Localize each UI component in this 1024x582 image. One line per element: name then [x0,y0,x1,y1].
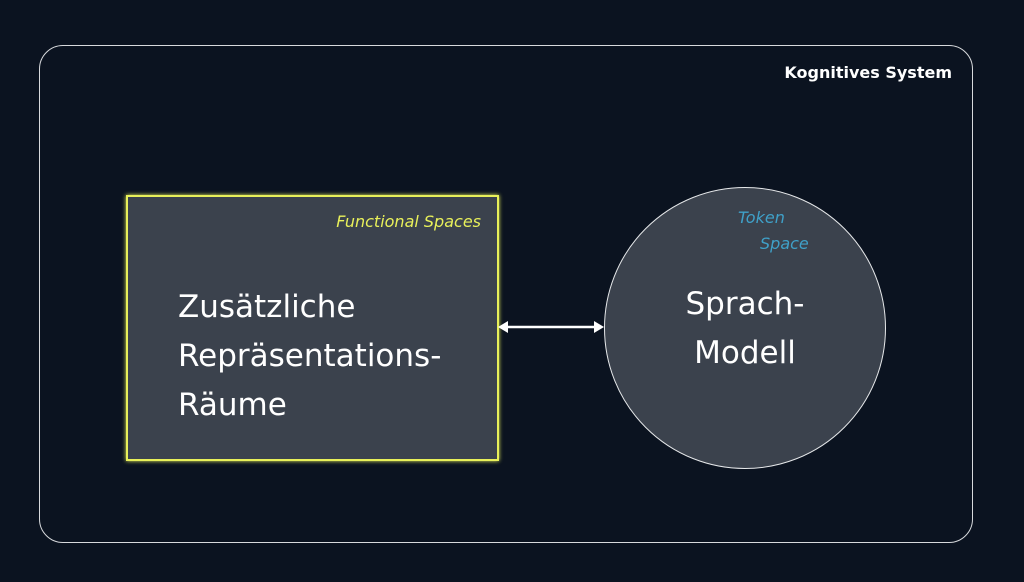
title-line: Modell [694,335,796,371]
title-line: Zusätzliche [178,289,356,325]
language-model-title: Sprach- Modell [605,280,885,378]
bidirectional-arrow [498,321,604,333]
token-space-tag-line: Token [738,208,785,227]
title-line: Räume [178,387,287,423]
functional-spaces-node: Functional Spaces Zusätzliche Repräsenta… [126,195,499,461]
functional-spaces-tag: Functional Spaces [336,212,481,231]
title-line: Sprach- [685,286,805,322]
functional-spaces-title: Zusätzliche Repräsentations- Räume [178,283,441,430]
title-line: Repräsentations- [178,338,442,374]
language-model-node: Token Space Sprach- Modell [604,187,886,469]
cognitive-system-label: Kognitives System [784,63,952,82]
token-space-tag-line: Space [760,234,809,253]
cognitive-system-container [39,45,973,543]
